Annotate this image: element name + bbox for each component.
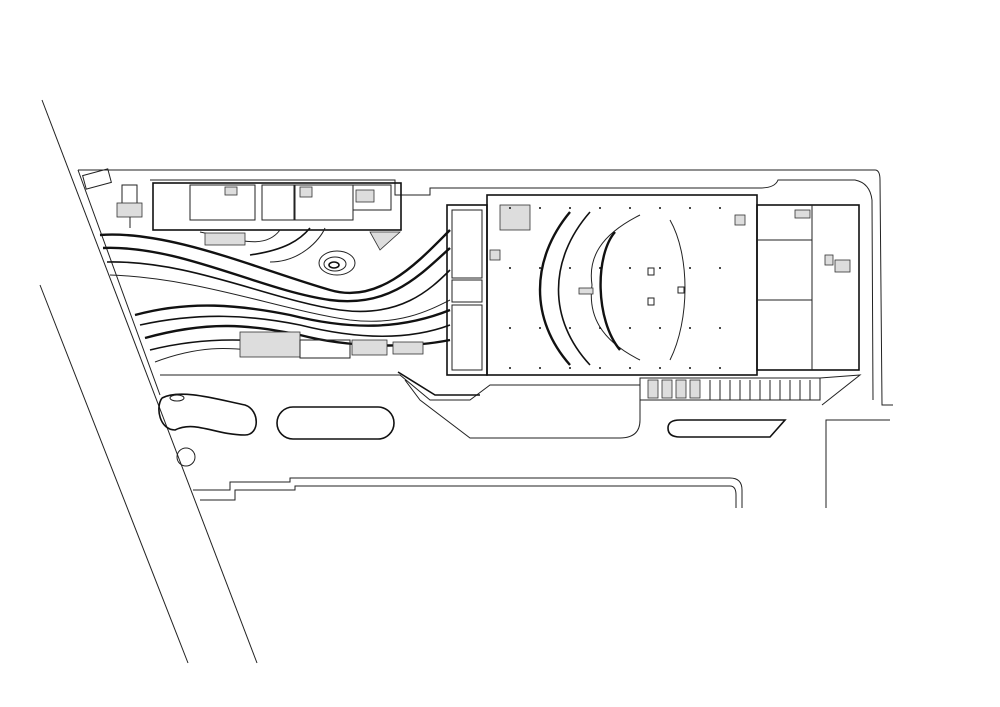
column-dot — [599, 267, 601, 269]
column-dot — [719, 367, 721, 369]
traffic-island-west — [158, 393, 258, 436]
east-street-edge — [825, 419, 890, 508]
column-dot — [629, 367, 631, 369]
site-boundary-inner — [150, 179, 874, 401]
column-dot — [719, 207, 721, 209]
column-dot — [509, 327, 511, 329]
column-dot — [509, 207, 511, 209]
structural-columns — [509, 207, 721, 369]
west-building — [152, 182, 402, 231]
column-dot — [509, 267, 511, 269]
column-dot — [569, 327, 571, 329]
column-dot — [659, 267, 661, 269]
column-dot — [539, 327, 541, 329]
column-dot — [539, 267, 541, 269]
column-dot — [599, 327, 601, 329]
plaza-ramp — [397, 371, 480, 396]
column-dot — [659, 367, 661, 369]
island-marker — [169, 394, 185, 402]
plaza-edge — [160, 374, 641, 439]
column-dot — [569, 367, 571, 369]
site-boundary — [77, 169, 893, 406]
column-dot — [659, 207, 661, 209]
gatehouse — [82, 168, 143, 228]
lower-lot-edge-inner — [200, 485, 737, 508]
column-dot — [629, 267, 631, 269]
landscape-waves — [99, 227, 451, 363]
column-dot — [689, 207, 691, 209]
column-dot — [689, 267, 691, 269]
column-dot — [719, 267, 721, 269]
column-dot — [599, 207, 601, 209]
roundabout-island — [176, 447, 196, 467]
main-hall — [486, 194, 758, 376]
column-dot — [509, 367, 511, 369]
traffic-island-center — [276, 406, 395, 440]
column-dot — [659, 327, 661, 329]
column-dot — [569, 207, 571, 209]
lower-lot-edge — [193, 477, 743, 508]
column-dot — [539, 207, 541, 209]
east-wing — [756, 204, 860, 371]
planters — [204, 231, 424, 359]
column-dot — [719, 327, 721, 329]
column-dot — [629, 327, 631, 329]
column-dot — [569, 267, 571, 269]
column-dot — [539, 367, 541, 369]
column-dot — [689, 327, 691, 329]
traffic-island-east — [667, 419, 787, 438]
column-dot — [599, 367, 601, 369]
atrium — [446, 204, 488, 376]
column-dot — [629, 207, 631, 209]
fountain — [318, 250, 356, 276]
parking-stalls — [639, 374, 862, 406]
street-edges — [39, 99, 258, 664]
column-dot — [689, 367, 691, 369]
